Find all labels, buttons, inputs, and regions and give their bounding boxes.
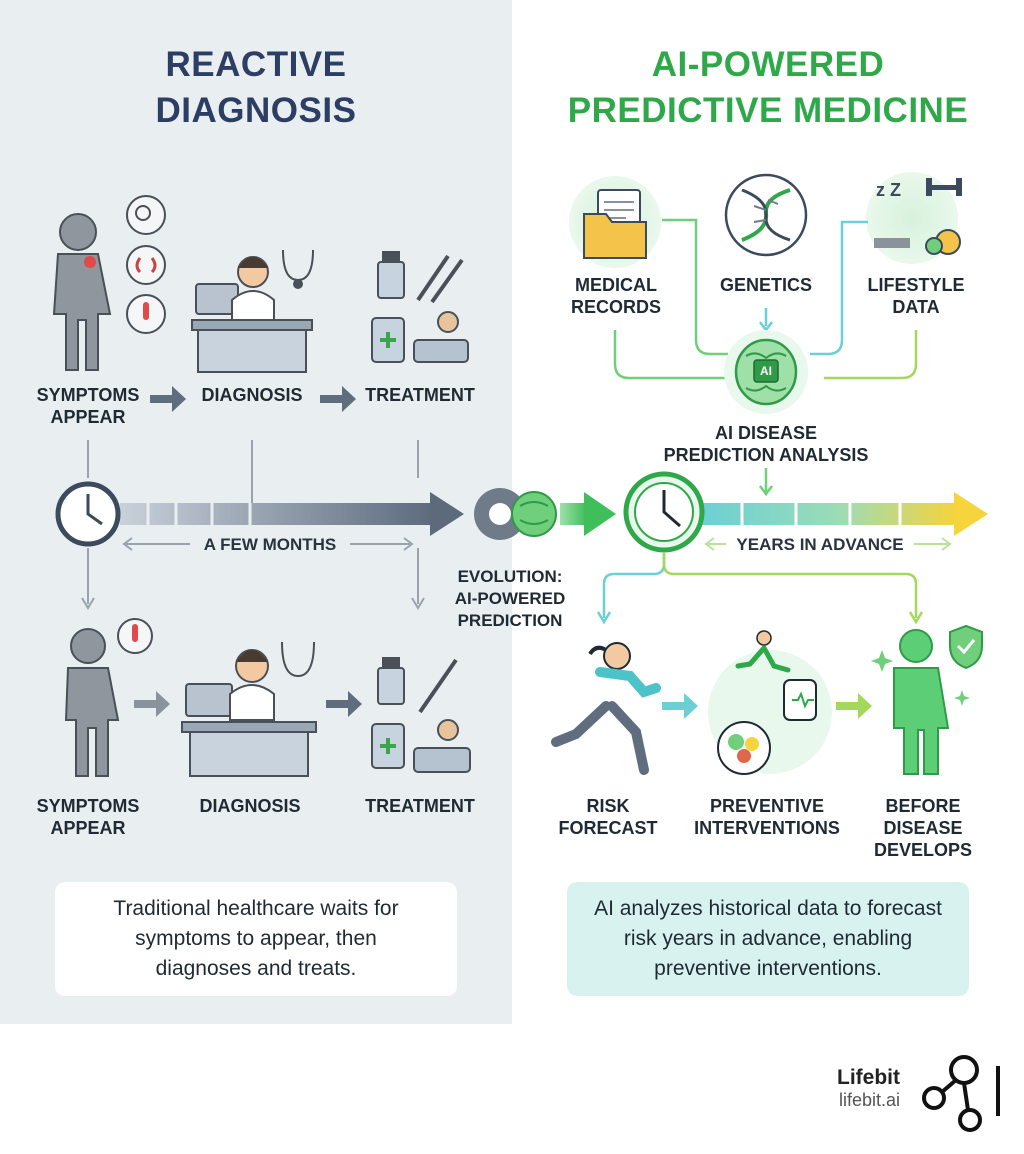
left-connectors — [81, 440, 425, 610]
preventive-outcome-arrow — [836, 693, 872, 719]
row2-arrows — [134, 691, 362, 717]
runner-outcome-arrow — [662, 693, 698, 719]
person-symptoms-icon — [52, 195, 166, 371]
genetics-label: GENETICS — [719, 275, 812, 295]
doctor-desk-icon — [191, 249, 314, 373]
genetics-dna-icon — [724, 173, 808, 257]
outcome-connectors — [596, 552, 924, 625]
healthy-person-icon — [871, 624, 983, 775]
treatment-icon-2 — [371, 657, 471, 773]
ai-brain-icon — [724, 330, 808, 414]
reactive-title-line1: REACTIVE — [165, 45, 347, 84]
row2-treatment-label: TREATMENT — [365, 796, 475, 816]
ai-chip-label: AI — [760, 364, 772, 378]
years-in-advance-label: YEARS IN ADVANCE — [726, 535, 914, 555]
source-connectors — [613, 218, 918, 380]
logo-url: lifebit.ai — [838, 1090, 900, 1110]
treatment-icon — [371, 251, 469, 363]
row2-diagnosis-label: DIAGNOSIS — [199, 796, 301, 816]
doctor-desk-icon-2 — [181, 641, 317, 777]
predictive-title-line2: PREDICTIVE MEDICINE — [567, 91, 969, 130]
person-symptoms-icon-2 — [64, 618, 153, 777]
lifebit-logo-icon — [922, 1055, 1000, 1132]
few-months-label: A FEW MONTHS — [190, 535, 350, 555]
runner-icon — [551, 642, 661, 775]
reactive-summary-box: Traditional healthcare waits for symptom… — [55, 882, 457, 996]
predictive-title-line1: AI-POWERED — [651, 45, 885, 84]
preventive-icons — [708, 630, 832, 775]
analysis-arrow — [759, 468, 773, 497]
row1-arrows — [150, 386, 356, 412]
logo-name: Lifebit — [837, 1066, 900, 1089]
reactive-title-line2: DIAGNOSIS — [155, 91, 357, 130]
svg-text:z Z: z Z — [876, 180, 901, 200]
left-timeline — [55, 481, 464, 551]
row1-diagnosis-label: DIAGNOSIS — [201, 385, 303, 405]
medical-records-icon — [569, 176, 661, 268]
predictive-summary-box: AI analyzes historical data to forecast … — [567, 882, 969, 996]
reactive-summary-text: Traditional healthcare waits for symptom… — [113, 897, 399, 980]
reactive-title: REACTIVE DIAGNOSIS — [0, 42, 512, 134]
row1-treatment-label: TREATMENT — [365, 385, 475, 405]
predictive-title: AI-POWERED PREDICTIVE MEDICINE — [512, 42, 1024, 134]
right-timeline — [623, 471, 988, 553]
evolution-gear-brain-icon — [474, 488, 616, 540]
predictive-summary-text: AI analyzes historical data to forecast … — [594, 897, 942, 980]
lifestyle-icon: z Z — [866, 172, 962, 264]
